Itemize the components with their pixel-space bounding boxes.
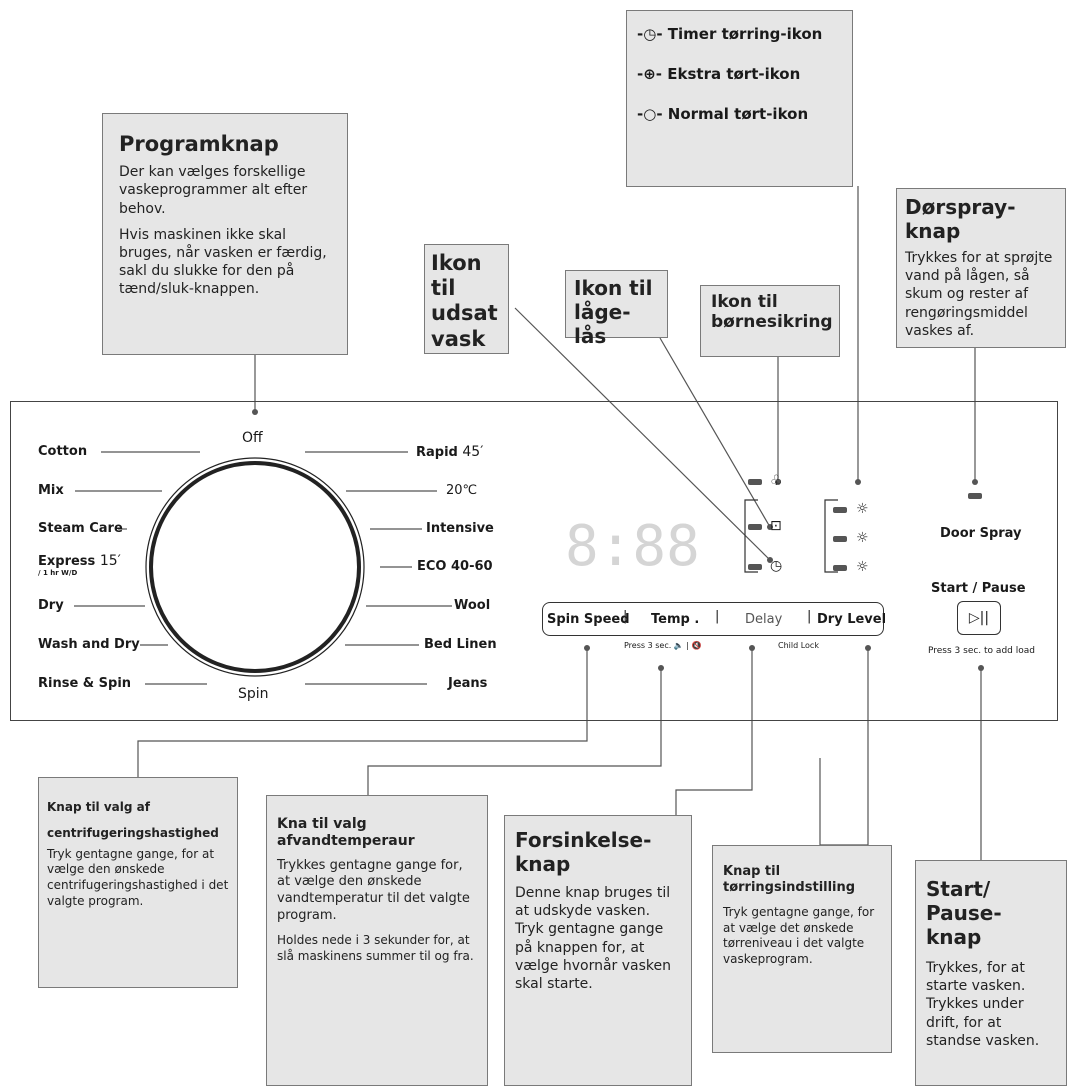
dry-level-button[interactable]: Dry Level — [817, 612, 887, 627]
sun-icon: ☼ — [856, 559, 869, 575]
add-load-hint: Press 3 sec. to add load — [928, 646, 1035, 656]
divider: | — [807, 609, 812, 624]
door-lock-icon: ⊡ — [770, 518, 782, 534]
delay-indicator — [748, 564, 762, 570]
program-eco[interactable]: ECO 40-60 — [417, 559, 493, 574]
door-lock-indicator — [748, 524, 762, 530]
start-pause-button[interactable]: ▷|| — [957, 601, 1001, 635]
program-cotton[interactable]: Cotton — [38, 444, 88, 459]
sun-icon: ☼ — [856, 530, 869, 546]
program-dry[interactable]: Dry — [38, 598, 64, 613]
program-express-sub: / 1 hr W/D — [38, 569, 78, 577]
door-spray-indicator — [968, 493, 982, 499]
program-rinse-spin[interactable]: Rinse & Spin — [38, 676, 132, 691]
start-pause-label: Start / Pause — [931, 581, 1026, 596]
door-lock-callout: Ikon til låge-lås — [565, 270, 668, 348]
delay-button[interactable]: Delay — [745, 612, 783, 627]
door-spray-callout: Dørspray-knap Trykkes for at sprøjte van… — [896, 188, 1066, 348]
divider: | — [715, 609, 720, 624]
display-digits: 8:88 — [565, 514, 700, 579]
dial-spin-label: Spin — [238, 686, 269, 702]
extra-dry-indicator — [833, 536, 847, 542]
program-mix[interactable]: Mix — [38, 483, 64, 498]
clock-icon: ◷ — [770, 558, 783, 574]
normal-dry-indicator — [833, 565, 847, 571]
timer-dry-icon: -◷- — [637, 25, 663, 43]
program-intensive[interactable]: Intensive — [426, 521, 494, 536]
delay-icon-callout: Ikon til udsat vask — [424, 244, 509, 354]
program-bed-linen[interactable]: Bed Linen — [424, 637, 497, 652]
program-callout: Programknap Der kan vælges forskellige v… — [102, 113, 348, 355]
child-lock-indicator — [748, 479, 762, 485]
delay-callout: Forsinkelse-knap Denne knap bruges til a… — [504, 815, 692, 1086]
dry-level-callout: Knap til tørringsindstilling Tryk gentag… — [712, 845, 892, 1053]
program-20c[interactable]: 20℃ — [446, 483, 478, 498]
program-wash-and-dry[interactable]: Wash and Dry — [38, 637, 140, 652]
spin-speed-callout: Knap til valg af centrifugeringshastighe… — [38, 777, 238, 988]
spin-speed-button[interactable]: Spin Speed — [547, 612, 630, 627]
dryer-icons-callout: -◷- Timer tørring-ikon -⊕- Ekstra tørt-i… — [626, 10, 853, 187]
buzzer-hint: Press 3 sec. 🔈 | 🔇 — [624, 641, 702, 650]
program-rapid[interactable]: Rapid 45′ — [416, 444, 484, 460]
child-lock-hint: Child Lock — [778, 641, 819, 650]
temp-callout: Kna til valg afvandtemperaur Trykkes gen… — [266, 795, 488, 1086]
child-lock-callout: Ikon til børnesikring — [700, 285, 840, 357]
temp-button[interactable]: Temp . — [651, 612, 700, 627]
program-express[interactable]: Express 15′ — [38, 553, 121, 569]
extra-dry-icon: -⊕- — [637, 65, 663, 83]
timer-dry-indicator — [833, 507, 847, 513]
start-pause-callout: Start/ Pause-knap Trykkes, for at starte… — [915, 860, 1067, 1086]
control-panel — [10, 401, 1058, 721]
divider: | — [623, 609, 628, 624]
sun-icon: ☼ — [856, 501, 869, 517]
program-wool[interactable]: Wool — [454, 598, 491, 613]
button-bar: Spin Speed Temp . Delay Dry Level | | | — [542, 602, 887, 636]
dial-off-label: Off — [242, 430, 263, 446]
program-steam-care[interactable]: Steam Care — [38, 521, 123, 536]
normal-dry-icon: -○- — [637, 105, 663, 123]
program-jeans[interactable]: Jeans — [448, 676, 488, 691]
door-spray-button[interactable]: Door Spray — [940, 526, 1022, 541]
child-lock-icon: ♧ — [770, 473, 783, 489]
